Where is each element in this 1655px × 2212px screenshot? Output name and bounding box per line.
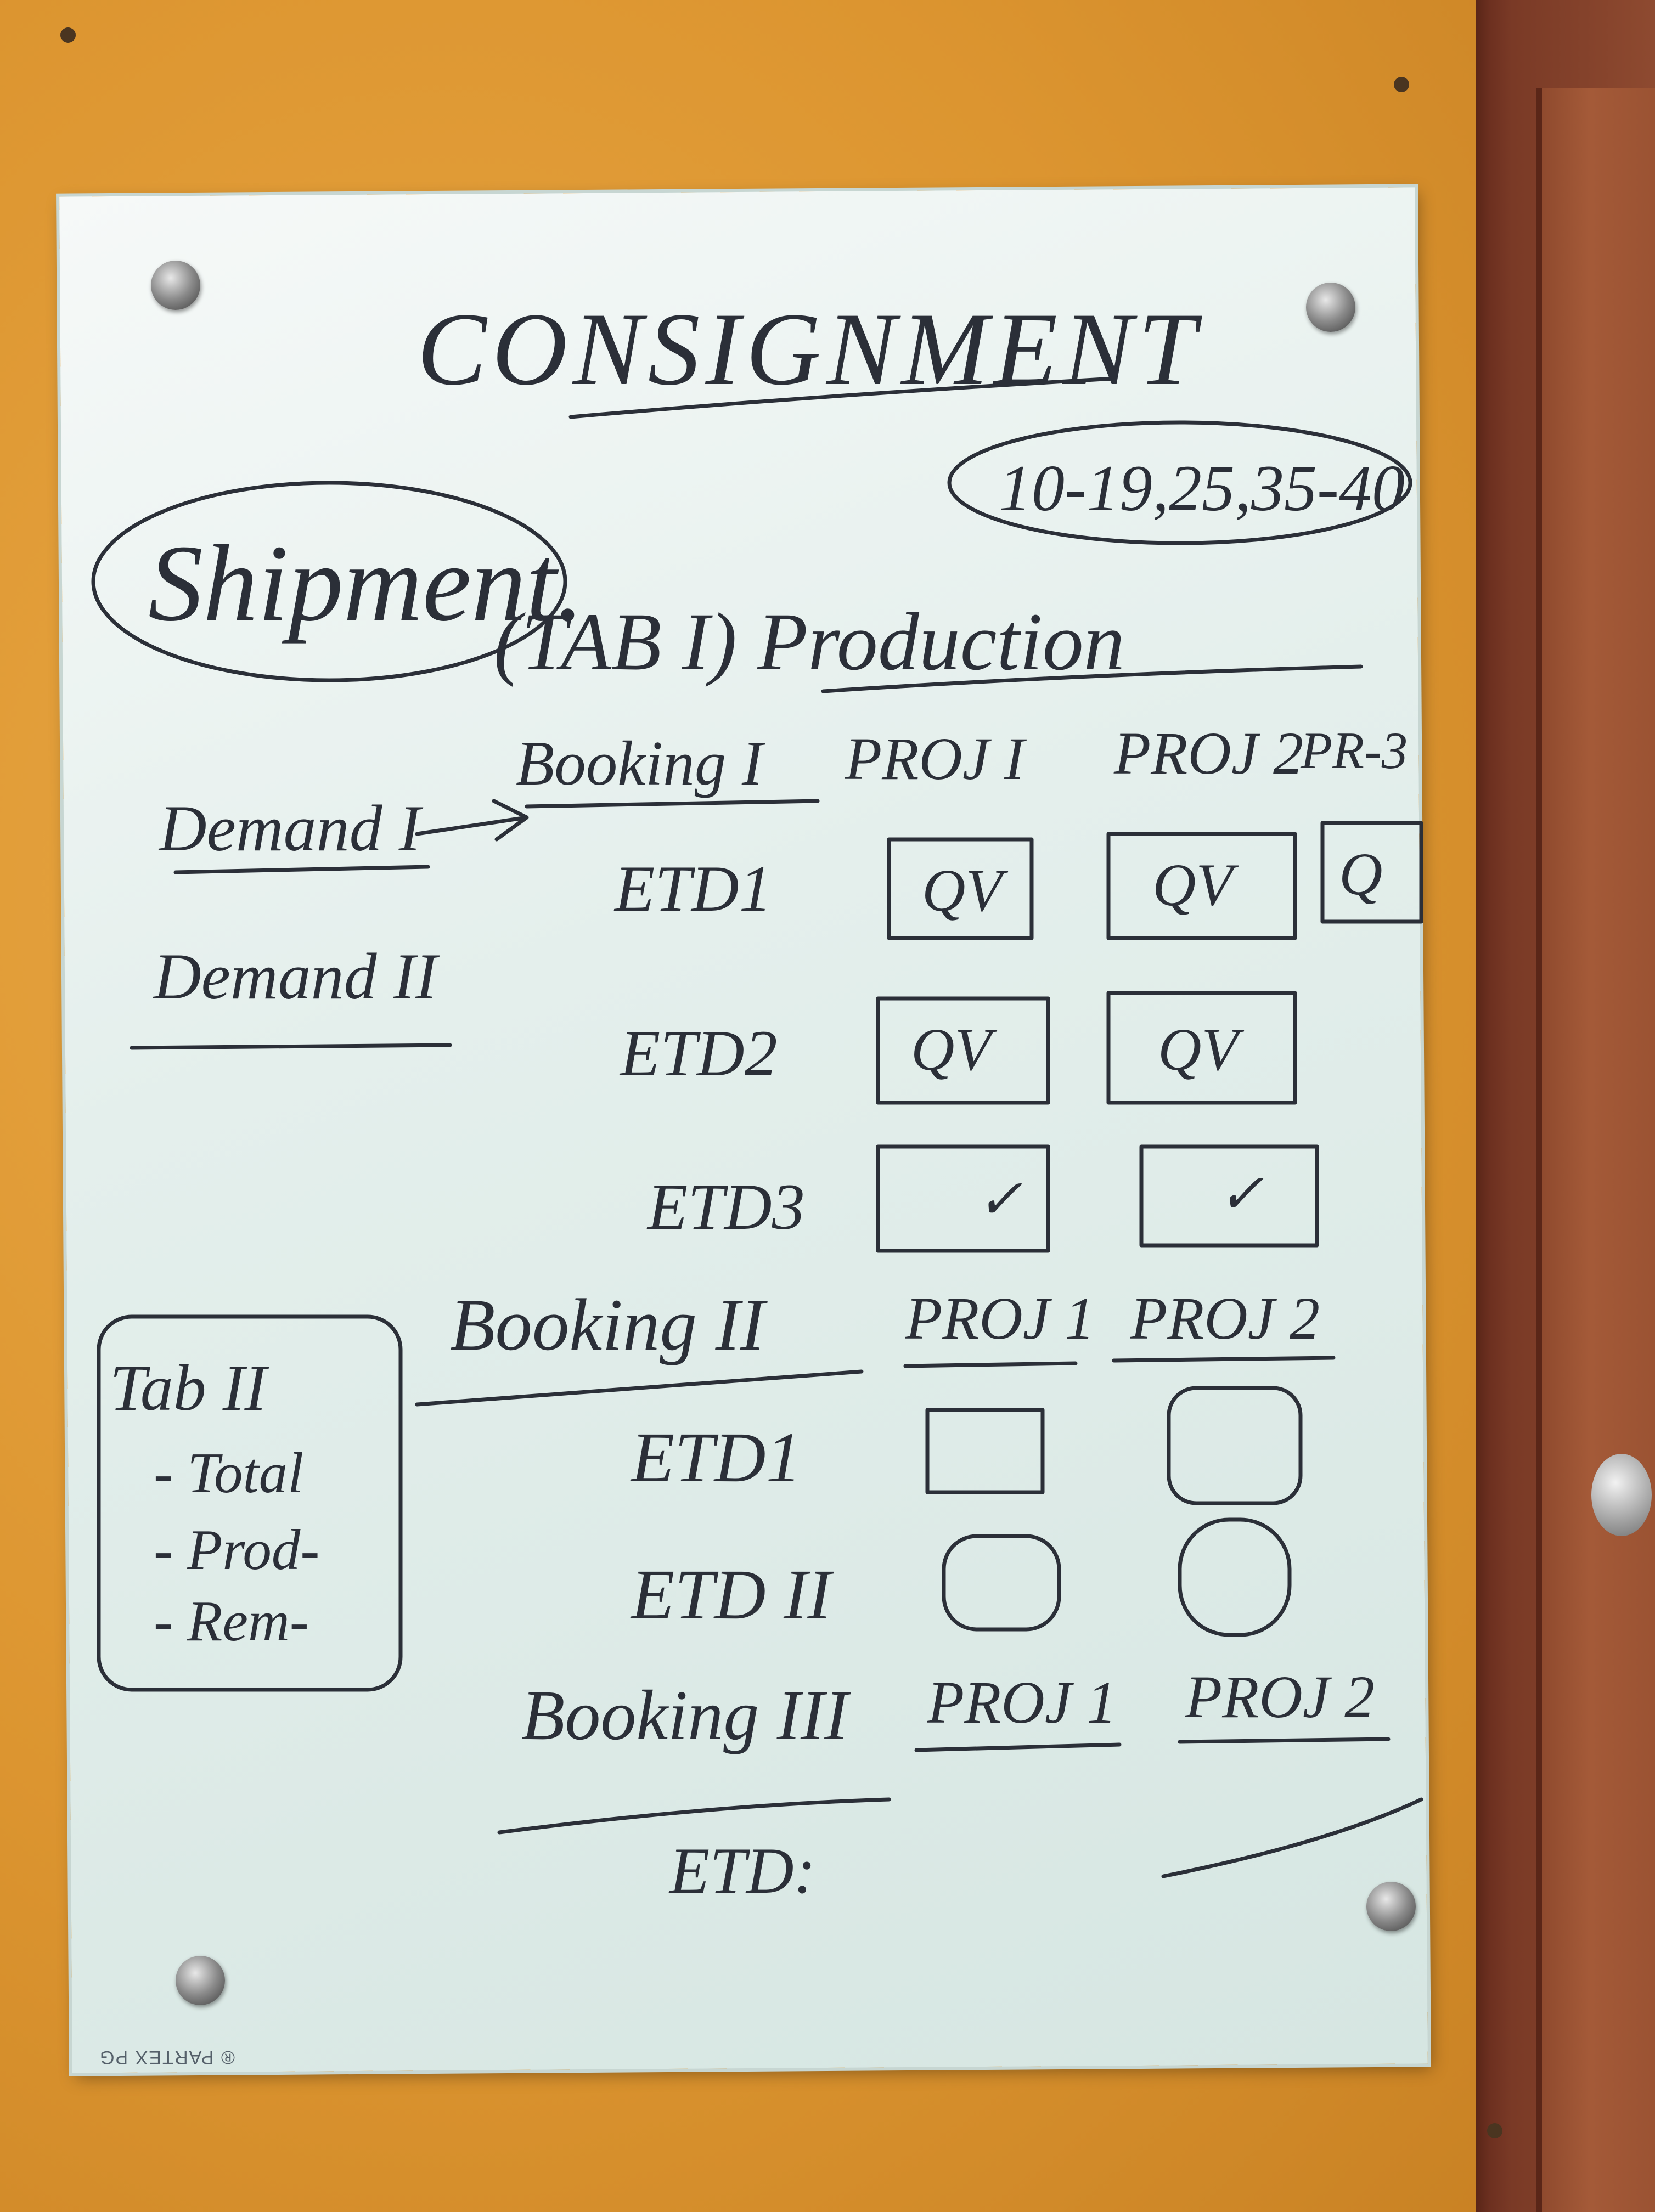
etd1-cell-2-box [1106, 832, 1297, 940]
mount-pin-top-right [1306, 283, 1355, 332]
etd1-cell-3-text: Q [1339, 840, 1382, 907]
booking-iii-label: Booking III [521, 1676, 851, 1755]
etd2-ii-cell-2-box [1178, 1517, 1292, 1637]
tab-ii-item-prod: - Prod- [154, 1517, 319, 1582]
title-consignment: CONSIGNMENT [417, 292, 1202, 407]
etd1-ii-cell-2-box [1167, 1386, 1303, 1505]
etd1-ii-cell-1-box [925, 1408, 1045, 1494]
wall-screw-top-left [60, 27, 76, 43]
shipment-label: Shipment. [148, 523, 584, 644]
tab-ii-item-rem: - Rem- [154, 1589, 309, 1653]
wall-screw-top-right [1394, 77, 1409, 92]
etd1-row-label: ETD1 [613, 852, 772, 925]
tab-ii-title: Tab II [110, 1351, 269, 1424]
booking-ii-label: Booking II [450, 1284, 768, 1366]
door-knob [1591, 1454, 1652, 1536]
etd2-cell-2-box [1106, 991, 1297, 1105]
booking-i-col-pr3: PR-3 [1300, 721, 1408, 780]
etd2-cell-1-box [876, 996, 1050, 1105]
etd2-cell-1-text: QV [911, 1016, 997, 1083]
booking-i-col-proj2: PROJ 2 [1113, 720, 1303, 787]
etd1-ii-row-label: ETD1 [630, 1418, 802, 1497]
door [1536, 88, 1655, 2212]
booking-ii-underline [415, 1356, 1336, 1407]
booking-ii-col-proj2: PROJ 2 [1130, 1285, 1320, 1352]
etd2-cell-2-text: QV [1158, 1016, 1244, 1083]
etd3-cell-1-text: ✓ [977, 1169, 1023, 1230]
demand-i-arrow [415, 799, 529, 842]
wall-screw-bottom-right [1487, 2123, 1502, 2138]
booking-iii-proj-underline [914, 1737, 1391, 1752]
etd3-cell-2-text: ✓ [1218, 1164, 1264, 1224]
etd1-cell-2-text: QV [1152, 851, 1239, 918]
etd2-ii-row-label: ETD II [630, 1555, 834, 1634]
title-underline [568, 376, 1116, 419]
etd3-cell-2-box [1139, 1144, 1319, 1248]
demand-ii-underline [130, 1043, 452, 1050]
booking-ii-col-proj1: PROJ 1 [905, 1285, 1095, 1352]
tab-ii-item-total: - Total [154, 1441, 303, 1505]
mount-pin-bottom-left [176, 1956, 225, 2005]
etd2-ii-cell-1-box [942, 1534, 1061, 1632]
range-circle [947, 420, 1412, 545]
booking-iii-col-proj2: PROJ 2 [1185, 1663, 1375, 1730]
etd1-cell-3-box [1320, 821, 1423, 924]
demand-ii-label: Demand II [153, 940, 440, 1013]
etd2-row-label: ETD2 [619, 1017, 778, 1090]
demand-i-underline [173, 865, 430, 874]
booking-i-underline [525, 799, 820, 809]
production-underline [821, 664, 1363, 693]
etd1-cell-1-text: QV [922, 857, 1008, 924]
etd3-cell-1-box [876, 1144, 1050, 1253]
bottom-right-stroke [1161, 1797, 1423, 1878]
etd-iii-label: ETD: [668, 1834, 816, 1907]
shipment-circle [91, 481, 567, 682]
demand-i-label: Demand I [158, 792, 424, 865]
booking-i-label: Booking I [516, 729, 765, 798]
tab-i-production-label: (TAB I) Production [494, 596, 1125, 687]
mount-pin-top-left [151, 261, 200, 310]
etd1-cell-1-box [887, 837, 1034, 940]
range-text: 10-19,25,35-40 [999, 452, 1405, 524]
booking-iii-col-proj1: PROJ 1 [927, 1669, 1117, 1736]
etd3-row-label: ETD3 [646, 1170, 805, 1243]
mount-pin-bottom-right [1366, 1882, 1416, 1931]
tab-ii-frame [97, 1314, 403, 1692]
booking-i-col-proj1: PROJ I [845, 725, 1027, 792]
booking-iii-underline [497, 1797, 891, 1835]
